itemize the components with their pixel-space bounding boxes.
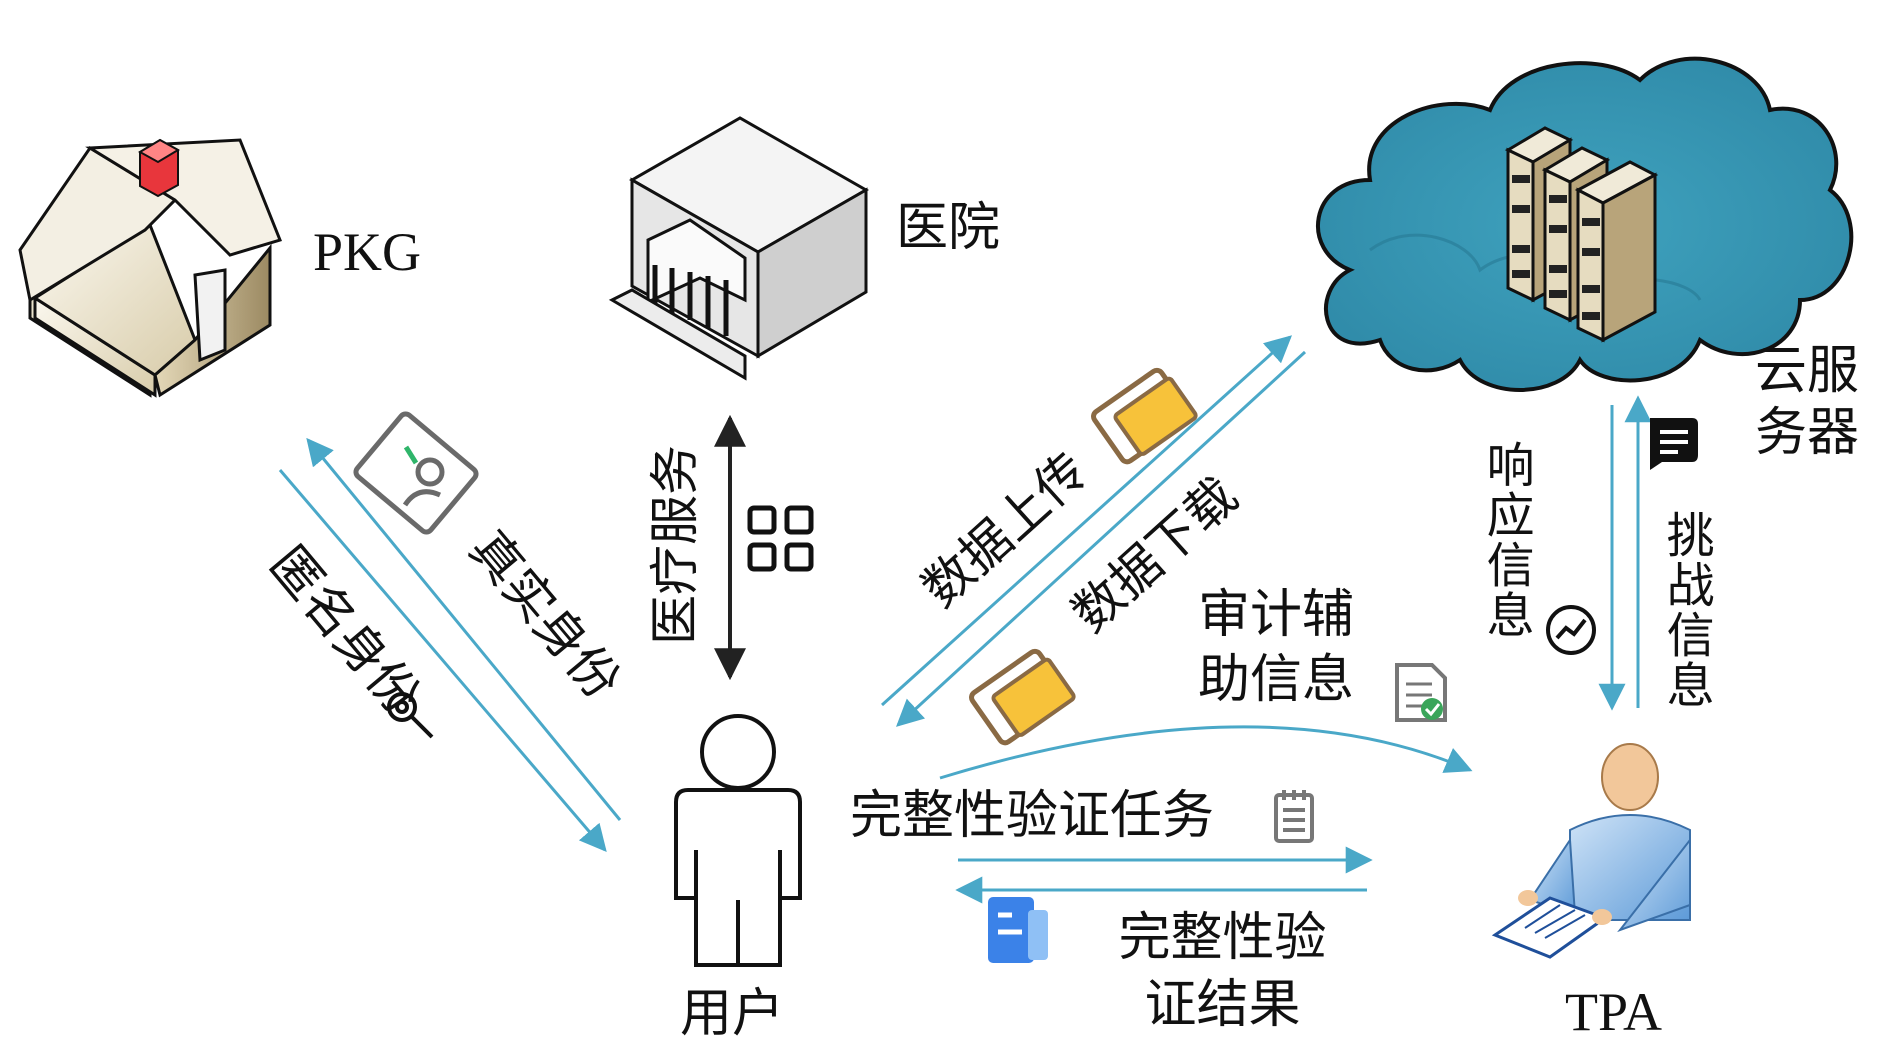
audit-aux-info-label: 审计辅助信息 xyxy=(1198,585,1355,710)
medical-service-label: 医疗服务 xyxy=(646,445,704,645)
tpa-person-icon xyxy=(1491,743,1691,959)
chat-icon xyxy=(1650,418,1698,470)
person-icon xyxy=(674,714,802,967)
response-info-label: 响应信息 xyxy=(1477,440,1534,640)
tpa-label: TPA xyxy=(1565,982,1663,1042)
search-key-icon xyxy=(387,692,434,739)
verified-doc-icon xyxy=(1395,663,1447,722)
folder-icon xyxy=(1091,367,1198,465)
cloud-server-icon xyxy=(1315,56,1854,392)
folder-icon xyxy=(969,648,1076,746)
user-label: 用户 xyxy=(680,984,785,1044)
integrity-task-label: 完整性验证任务 xyxy=(850,786,1215,846)
blue-doc-icon xyxy=(988,897,1048,963)
challenge-info-label: 挑战信息 xyxy=(1657,510,1714,710)
hospital-icon xyxy=(608,116,870,381)
notepad-icon xyxy=(1274,790,1314,843)
house-icon xyxy=(18,138,283,398)
trend-icon xyxy=(1546,605,1596,655)
hospital-label: 医院 xyxy=(896,198,1001,258)
id-card-icon xyxy=(353,411,479,535)
pkg-label: PKG xyxy=(313,222,422,282)
integrity-result-label: 完整性验证结果 xyxy=(1118,908,1327,1035)
apps-grid-icon xyxy=(747,505,814,572)
cloud-server-label: 云服务器 xyxy=(1755,341,1860,464)
